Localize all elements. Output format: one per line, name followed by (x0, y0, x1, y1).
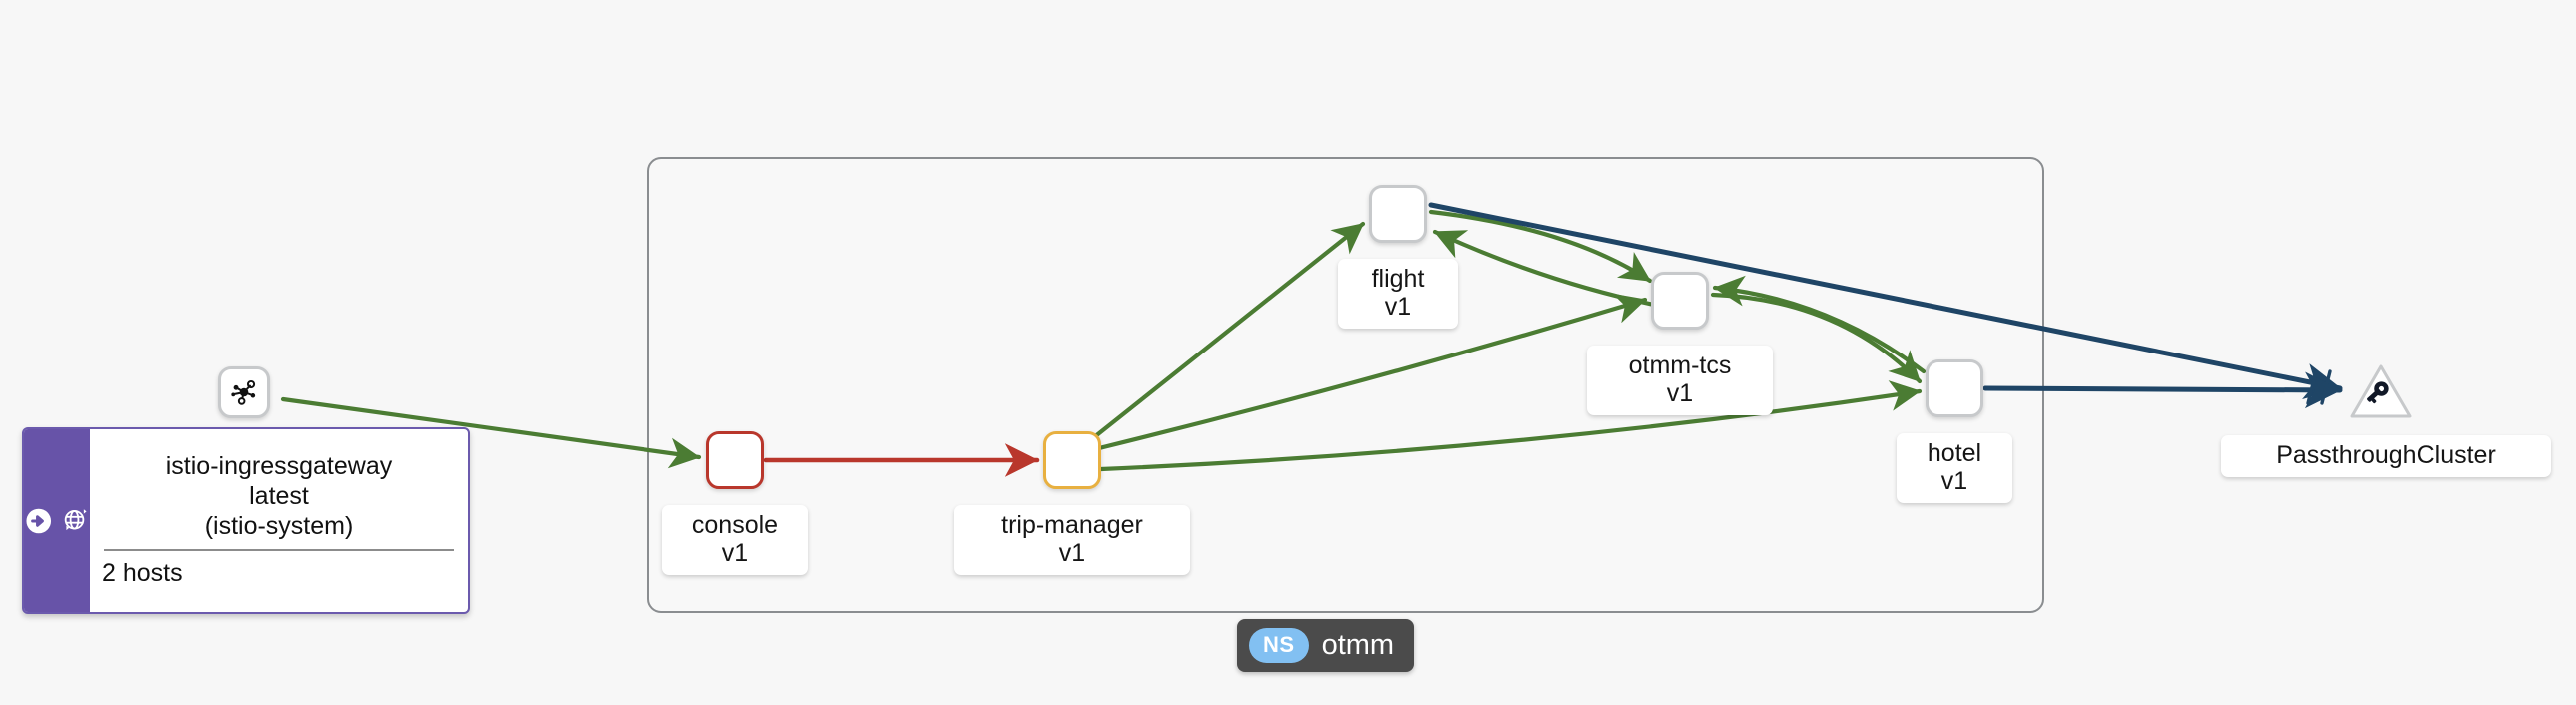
node-label-console: console v1 (662, 505, 808, 575)
gateway-title: istio-ingressgateway latest (istio-syste… (165, 451, 393, 540)
node-trip-manager[interactable] (1043, 431, 1101, 489)
node-flight[interactable] (1369, 185, 1427, 243)
node-hotel[interactable] (1926, 359, 1983, 417)
globe-gateway-icon (63, 508, 87, 530)
gateway-badge (24, 429, 90, 612)
gateway-divider (104, 548, 454, 551)
passthrough-triangle (2350, 364, 2412, 418)
gateway-hosts: 2 hosts (102, 558, 183, 587)
key-icon (2367, 381, 2389, 404)
tcp-marker-ticks (2306, 369, 2332, 405)
topology-cluster-icon (231, 379, 256, 405)
namespace-container-otmm[interactable] (647, 157, 2044, 613)
node-passthroughcluster[interactable] (2348, 362, 2414, 422)
node-console[interactable] (706, 431, 764, 489)
cluster-icon-node[interactable] (218, 366, 270, 418)
node-label-otmm-tcs: otmm-tcs v1 (1587, 346, 1773, 415)
node-otmm-tcs[interactable] (1651, 272, 1709, 330)
istio-ingressgateway-box[interactable]: istio-ingressgateway latest (istio-syste… (22, 427, 470, 614)
node-label-trip-manager: trip-manager v1 (954, 505, 1190, 575)
node-label-passthroughcluster: PassthroughCluster (2221, 435, 2551, 477)
namespace-tag: NS (1249, 628, 1309, 663)
namespace-name: otmm (1321, 629, 1395, 661)
arrow-circle-icon (26, 508, 52, 533)
node-label-flight: flight v1 (1338, 259, 1458, 329)
node-label-hotel: hotel v1 (1897, 433, 2012, 503)
namespace-pill-otmm[interactable]: NS otmm (1237, 619, 1415, 672)
